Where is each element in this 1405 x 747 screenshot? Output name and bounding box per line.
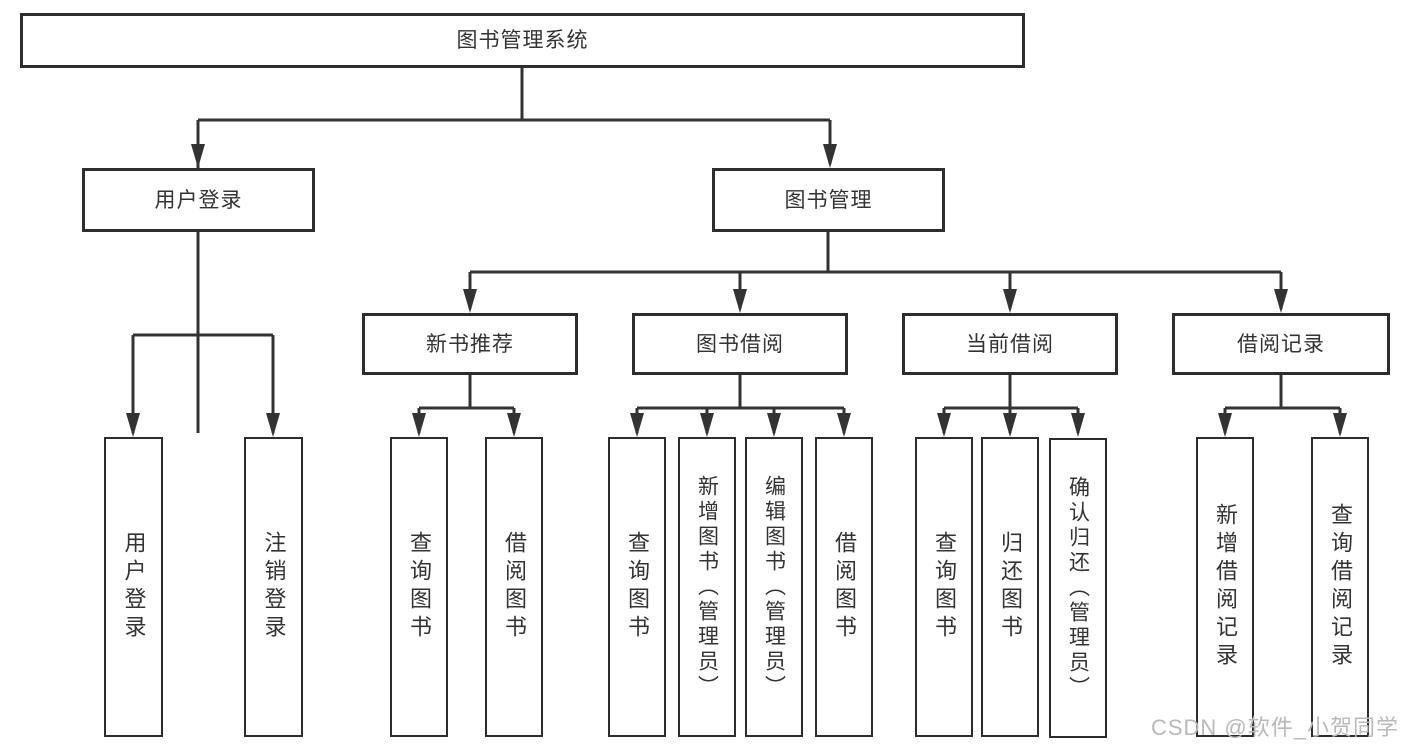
node-borrow-query-books: 查询图书 xyxy=(608,437,666,737)
connector-user-login xyxy=(131,232,275,433)
node-records-add-record: 新增借阅记录 xyxy=(1196,437,1254,737)
connector-book-borrow xyxy=(635,375,846,433)
node-borrow-records: 借阅记录 xyxy=(1172,313,1390,375)
connector-book-management xyxy=(468,232,1283,309)
node-current-borrow: 当前借阅 xyxy=(902,313,1118,375)
node-root: 图书管理系统 xyxy=(20,13,1025,68)
node-login-user-login: 用户登录 xyxy=(104,437,163,737)
connector-borrow-records xyxy=(1223,375,1342,433)
node-current-query-books: 查询图书 xyxy=(915,437,973,737)
node-borrow-borrow-books: 借阅图书 xyxy=(815,437,873,737)
node-recommend-query-books: 查询图书 xyxy=(390,437,448,737)
node-current-return-books: 归还图书 xyxy=(981,437,1039,737)
node-login-logout: 注销登录 xyxy=(244,437,303,737)
node-records-query-record: 查询借阅记录 xyxy=(1311,437,1369,737)
connector-new-book-recommend xyxy=(417,375,516,433)
node-borrow-add-books-admin: 新增图书（管理员） xyxy=(678,437,736,737)
node-new-book-recommend: 新书推荐 xyxy=(362,313,578,375)
node-current-confirm-return-admin: 确认归还（管理员） xyxy=(1049,438,1107,738)
csdn-watermark: CSDN @软件_小贺同学 xyxy=(1150,715,1399,740)
arrowheads xyxy=(126,144,1347,437)
node-book-management: 图书管理 xyxy=(712,168,945,232)
connector-root xyxy=(196,68,832,433)
node-book-borrow: 图书借阅 xyxy=(632,313,848,375)
node-user-login: 用户登录 xyxy=(82,168,315,232)
node-borrow-edit-books-admin: 编辑图书（管理员） xyxy=(745,437,803,737)
node-recommend-borrow-books: 借阅图书 xyxy=(485,437,543,737)
